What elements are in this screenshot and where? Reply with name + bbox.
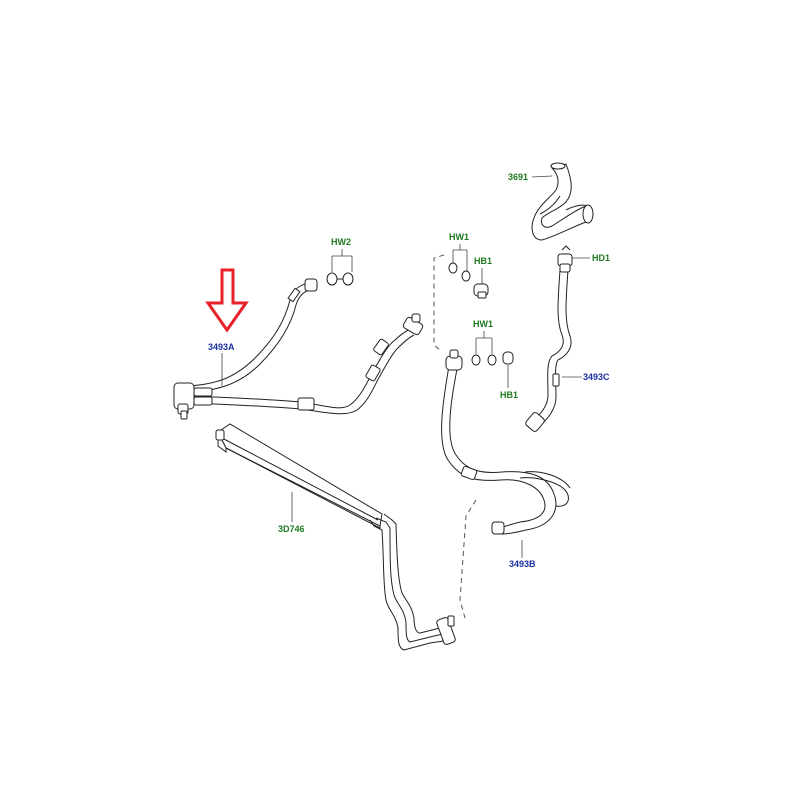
hose-clip-hw2 [326,272,354,286]
hose-clip-hw1-top [448,262,471,282]
label-hb1-mid: HB1 [500,390,518,400]
hose-clip-hw1-mid [471,351,514,366]
label-hw1-mid: HW1 [473,319,493,329]
hose-end-fitting [304,278,318,292]
bolt-hb1-top [473,283,489,299]
highlight-down-arrow-icon [205,268,249,333]
label-hb1-top: HB1 [474,256,492,266]
label-3493C: 3493C [583,372,610,382]
label-3493B: 3493B [509,559,536,569]
hose-3493B [441,349,571,535]
label-3691: 3691 [508,172,528,182]
label-hw2: HW2 [331,237,351,247]
cooler-3D746 [215,423,456,651]
label-hd1: HD1 [592,253,610,263]
reservoir-hose-3691 [531,162,594,241]
label-hw1-top: HW1 [449,232,469,242]
hose-3493C [525,245,573,432]
label-3493A: 3493A [208,342,235,352]
hose-3493A [173,278,424,420]
label-3D746: 3D746 [278,524,305,534]
